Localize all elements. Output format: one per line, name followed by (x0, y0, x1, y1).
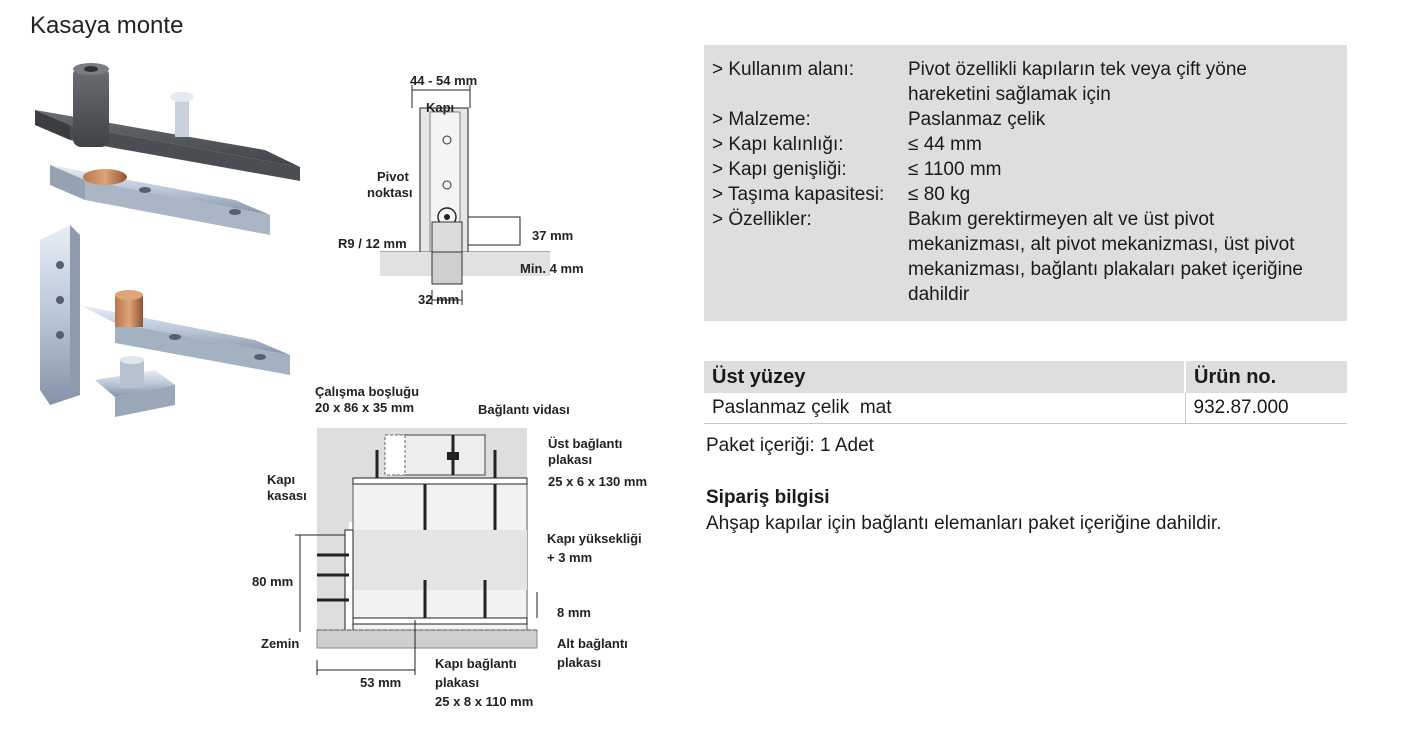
spec-value: Paslanmaz çelik (908, 109, 1046, 130)
spec-key: > Özellikler: (712, 209, 812, 230)
spec-key: > Kullanım alanı: (712, 59, 855, 80)
pivot-dimension-drawing: 44 - 54 mm Kapı Pivot noktası R9 / 12 mm… (338, 73, 584, 307)
bottom-plate-label-2: plakası (557, 655, 601, 670)
spec-key: > Malzeme: (712, 109, 811, 130)
spec-value: ≤ 1100 mm (908, 159, 1002, 180)
width-32-label: 32 mm (418, 292, 459, 307)
product-photo (35, 63, 300, 417)
frame-label-1: Kapı (267, 472, 295, 487)
door-height-label-2: + 3 mm (547, 550, 592, 565)
column-header-product-no: Ürün no. (1184, 361, 1347, 393)
height-37-label: 37 mm (532, 228, 573, 243)
spec-row: > Kullanım alanı: Pivot özellikli kapıla… (712, 57, 1339, 107)
door-plate-label-3: 25 x 8 x 110 mm (435, 694, 533, 709)
spec-row: > Kapı genişliği: ≤ 1100 mm (712, 157, 1339, 182)
spec-value: ≤ 80 kg (908, 184, 971, 205)
package-content: Paket içeriği: 1 Adet (706, 435, 874, 456)
spec-value: Bakım gerektirmeyen alt ve üst pivot mek… (908, 209, 1303, 305)
order-info-title: Sipariş bilgisi (706, 487, 830, 508)
spec-panel: > Kullanım alanı: Pivot özellikli kapıla… (704, 45, 1347, 321)
dim-8-label: 8 mm (557, 605, 591, 620)
spec-row: > Kapı kalınlığı: ≤ 44 mm (712, 132, 1339, 157)
door-plate-label-1: Kapı bağlantı (435, 656, 517, 671)
top-plate-label-3: 25 x 6 x 130 mm (548, 474, 647, 489)
dim-80-label: 80 mm (252, 574, 293, 589)
door-label: Kapı (426, 100, 454, 115)
work-gap-label-2: 20 x 86 x 35 mm (315, 400, 414, 415)
pivot-label-1: Pivot (377, 169, 409, 184)
top-plate-label-1: Üst bağlantı (548, 436, 622, 451)
table-row: Paslanmaz çelik mat 932.87.000 (704, 393, 1347, 424)
frame-label-2: kasası (267, 488, 307, 503)
surface-cell: Paslanmaz çelik mat (704, 393, 1185, 424)
top-plate-label-2: plakası (548, 452, 592, 467)
floor-label: Zemin (261, 636, 299, 651)
spec-key: > Kapı kalınlığı: (712, 134, 844, 155)
radius-label: R9 / 12 mm (338, 236, 407, 251)
work-gap-label-1: Çalışma boşluğu (315, 384, 419, 399)
spec-row: > Malzeme: Paslanmaz çelik (712, 107, 1339, 132)
door-height-label-1: Kapı yüksekliği (547, 531, 642, 546)
dim-width-label: 44 - 54 mm (410, 73, 477, 88)
product-table: Üst yüzey Ürün no. Paslanmaz çelik mat 9… (704, 361, 1347, 424)
installation-section-drawing: Çalışma boşluğu 20 x 86 x 35 mm Bağlantı… (252, 384, 647, 709)
spec-row: > Özellikler: Bakım gerektirmeyen alt ve… (712, 207, 1339, 307)
product-no-cell: 932.87.000 (1184, 393, 1347, 424)
spec-row: > Taşıma kapasitesi: ≤ 80 kg (712, 182, 1339, 207)
dim-53-label: 53 mm (360, 675, 401, 690)
door-plate-label-2: plakası (435, 675, 479, 690)
bottom-plate-label-1: Alt bağlantı (557, 636, 628, 651)
order-info-text: Ahşap kapılar için bağlantı elemanları p… (706, 513, 1222, 534)
pivot-label-2: noktası (367, 185, 413, 200)
min-4-label: Min. 4 mm (520, 261, 584, 276)
spec-key: > Kapı genişliği: (712, 159, 847, 180)
spec-value: ≤ 44 mm (908, 134, 982, 155)
table-header-row: Üst yüzey Ürün no. (704, 361, 1347, 393)
page-title: Kasaya monte (30, 12, 184, 39)
spec-key: > Taşıma kapasitesi: (712, 184, 885, 205)
column-header-surface: Üst yüzey (704, 361, 1185, 393)
screw-label: Bağlantı vidası (478, 402, 570, 417)
spec-value: Pivot özellikli kapıların tek veya çift … (908, 59, 1247, 105)
